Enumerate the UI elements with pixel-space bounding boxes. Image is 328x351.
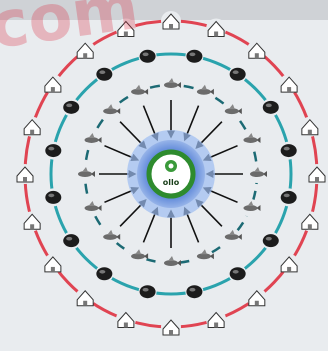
sensor-node-icon [63, 234, 79, 247]
central-hub [127, 130, 215, 218]
sensor-node-icon [45, 144, 61, 157]
sensor-node-icon [263, 101, 279, 114]
sensor-node-icon [186, 285, 202, 298]
satellite-hub-icon [165, 160, 177, 172]
sensor-node-icon [263, 234, 279, 247]
sensor-node-icon [230, 68, 246, 81]
sensor-node-icon [230, 267, 246, 280]
sensor-node-icon [140, 50, 156, 63]
sensor-node-icon [281, 191, 297, 204]
sensor-node-icon [96, 68, 112, 81]
sensor-node-icon [63, 101, 79, 114]
center-label: ollo [157, 178, 185, 187]
sensor-node-icon [140, 285, 156, 298]
sensor-node-icon [96, 267, 112, 280]
sensor-node-icon [281, 144, 297, 157]
sensor-node-icon [45, 191, 61, 204]
sensor-node-icon [186, 50, 202, 63]
